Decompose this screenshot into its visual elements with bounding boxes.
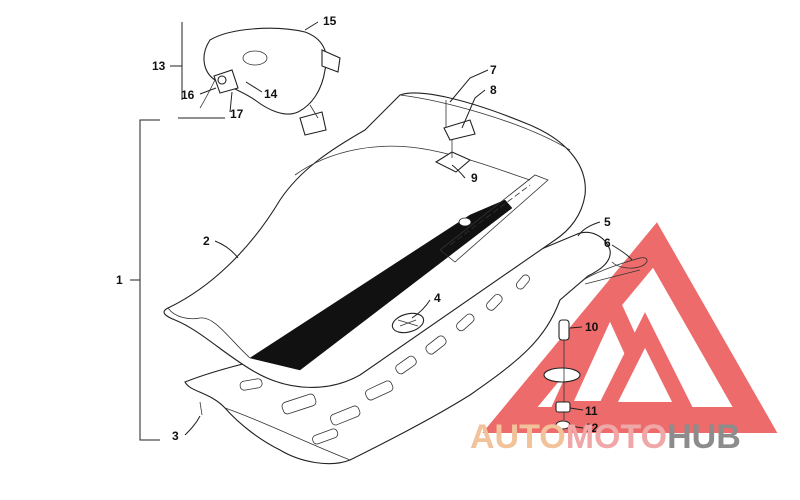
watermark-text: AUTOMOTOHUB — [470, 418, 741, 456]
callout-17: 17 — [230, 107, 244, 121]
watermark-hub: HUB — [667, 418, 741, 456]
callout-6: 6 — [604, 236, 611, 250]
leader-lines — [130, 21, 633, 441]
callout-10: 10 — [585, 320, 599, 334]
callouts: 1 2 3 4 5 6 7 8 9 10 11 12 13 14 15 16 1… — [116, 14, 611, 443]
callout-8: 8 — [490, 83, 497, 97]
seat-patch — [391, 312, 425, 334]
seat-cushion — [163, 92, 586, 388]
callout-2: 2 — [203, 234, 210, 248]
watermark-auto: AUTO — [470, 418, 566, 456]
callout-4: 4 — [434, 291, 441, 305]
callout-16: 16 — [181, 88, 195, 102]
pin-part — [199, 401, 203, 416]
callout-3: 3 — [172, 429, 179, 443]
watermark-logo — [482, 222, 778, 433]
callout-5: 5 — [604, 215, 611, 229]
retaining-clip — [582, 257, 648, 285]
callout-12: 12 — [585, 421, 599, 435]
callout-7: 7 — [490, 63, 497, 77]
watermark-moto: MOTO — [566, 418, 667, 456]
callout-1: 1 — [116, 273, 123, 287]
backrest-assembly — [199, 27, 341, 136]
fastener-stack — [543, 319, 581, 430]
callout-14: 14 — [264, 87, 278, 101]
callout-13: 13 — [152, 59, 166, 73]
svg-text:AUTOMOTOHUB: AUTOMOTOHUB — [470, 418, 741, 456]
callout-11: 11 — [585, 404, 598, 418]
seat-latch — [434, 100, 476, 173]
callout-15: 15 — [323, 14, 337, 28]
callout-9: 9 — [471, 171, 478, 185]
